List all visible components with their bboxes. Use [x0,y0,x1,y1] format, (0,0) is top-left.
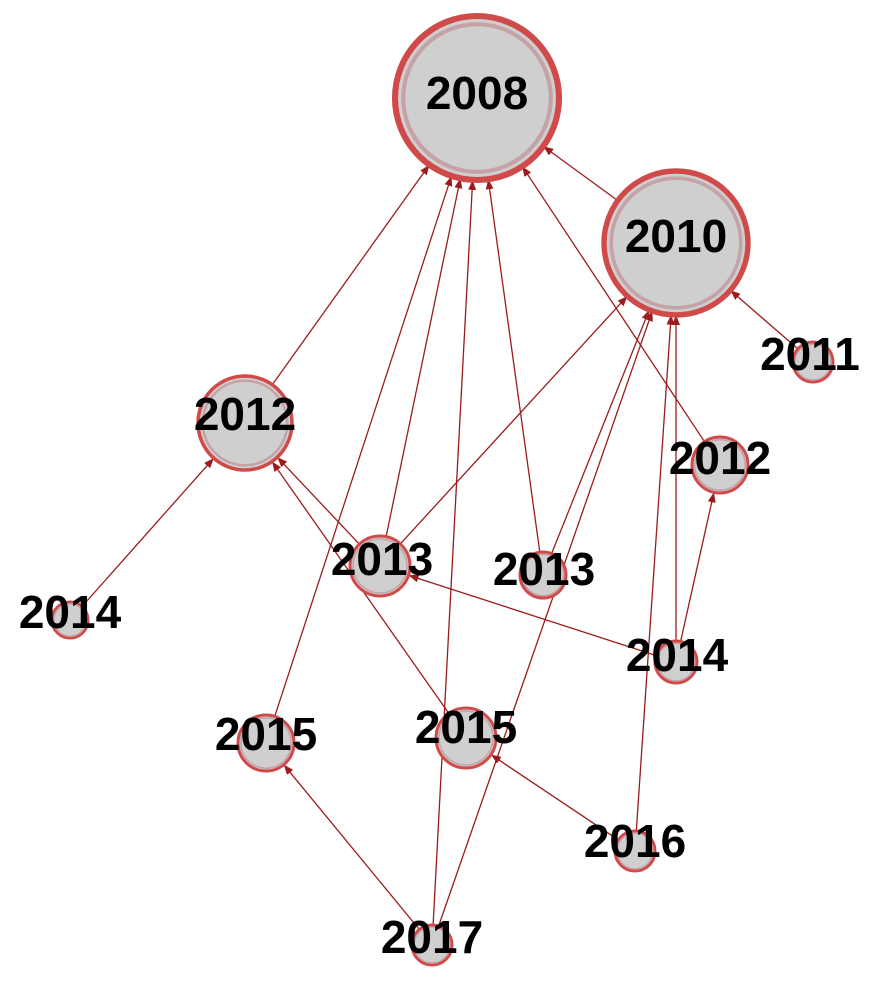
nodes-layer: 2008 2010 2011 2012 2012 2013 2013 2014 2014 2015… [19,12,860,967]
node-n2017: 2017 [381,911,483,967]
node-label: 2015 [215,708,317,760]
node-n2008: 2008 [391,12,563,184]
node-ring [616,832,654,870]
edge-n2011-to-n2010 [730,290,799,350]
node-label: 2008 [426,67,528,119]
edge-n2012b-to-n2008 [522,166,706,443]
edge-n2016-to-n2010 [635,314,675,832]
node-n2013b: 2013 [493,543,595,600]
edge-n2017-to-n2015a [283,764,420,930]
node-circle [601,168,751,318]
node-label: 2013 [331,533,433,585]
node-label: 2013 [493,543,595,595]
node-label: 2011 [760,328,860,380]
node-circle [391,12,563,184]
node-n2012b: 2012 [669,432,771,495]
node-circle [791,340,835,384]
node-n2012a: 2012 [194,374,296,472]
edge-n2010-to-n2008 [543,146,619,202]
node-label: 2015 [415,701,517,753]
node-circle [434,706,498,770]
node-ring [794,343,832,381]
edge-n2013a-to-n2008 [385,178,463,537]
node-ring [521,553,565,597]
node-label: 2014 [19,586,122,638]
edge-n2016-to-n2015b [490,754,619,841]
edge-n2014b-to-n2012b [679,492,716,642]
edge-n2014a-to-n2012a [81,458,214,607]
node-n2015a: 2015 [215,708,317,773]
edge-n2013a-to-n2012a [277,457,360,545]
node-circle [518,550,568,600]
node-ring [352,538,408,594]
node-n2016: 2016 [584,815,686,873]
node-circle [236,713,296,773]
node-ring [401,22,553,174]
node-ring [240,717,292,769]
node-circle [196,374,294,472]
node-circle [690,435,750,495]
node-ring [656,642,696,682]
node-n2014a: 2014 [19,586,122,640]
edge-n2015a-to-n2008 [274,175,453,717]
node-circle [348,534,412,598]
node-n2010: 2010 [601,168,751,318]
edge-n2013b-to-n2008 [485,179,541,553]
node-n2013a: 2013 [331,533,433,598]
node-label: 2010 [625,210,727,262]
node-n2015b: 2015 [415,701,517,770]
node-label: 2012 [669,432,771,484]
node-n2014b: 2014 [626,629,729,685]
node-label: 2017 [381,911,483,963]
node-circle [653,639,699,685]
node-ring [201,379,289,467]
node-ring [53,603,87,637]
edge-n2017-to-n2008 [432,179,477,926]
node-n2011: 2011 [760,328,860,384]
edge-n2012a-to-n2008 [271,164,430,386]
node-circle [50,600,90,640]
node-label: 2016 [584,815,686,867]
node-circle [613,829,657,873]
edges-layer [81,146,799,930]
node-ring [694,439,746,491]
edge-n2013b-to-n2010 [550,309,650,554]
node-ring [413,926,451,964]
edge-n2013a-to-n2010 [399,296,628,545]
edge-n2017-to-n2010 [437,311,653,927]
node-ring [609,176,743,310]
node-ring [438,710,494,766]
node-label: 2014 [626,629,729,681]
node-label: 2012 [194,388,296,440]
node-circle [410,923,454,967]
